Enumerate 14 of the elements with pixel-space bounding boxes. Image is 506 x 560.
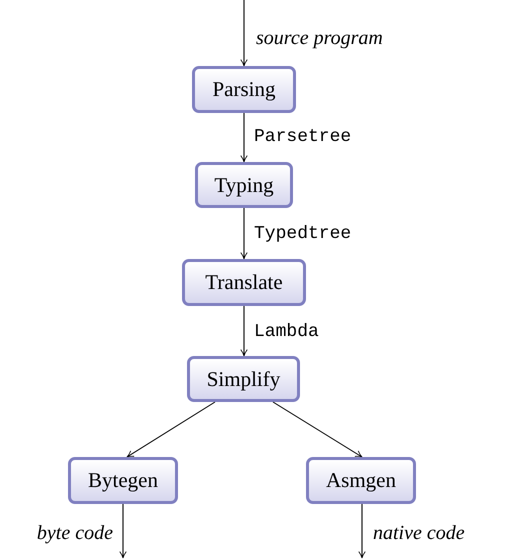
process-box	[195, 162, 293, 208]
node-label: Bytegen	[88, 468, 158, 493]
process-box	[68, 457, 178, 504]
edge-label: byte code	[36, 522, 113, 544]
process-box	[187, 356, 300, 402]
node-label: Translate	[205, 270, 283, 295]
edge-label: Typedtree	[254, 225, 352, 245]
node-label: Parsing	[212, 77, 276, 102]
process-box	[182, 259, 306, 306]
node-label: Simplify	[206, 366, 280, 392]
process-box	[192, 66, 296, 113]
process-box	[306, 457, 416, 504]
node-label: Asmgen	[326, 468, 396, 493]
node-label: Typing	[214, 172, 274, 198]
